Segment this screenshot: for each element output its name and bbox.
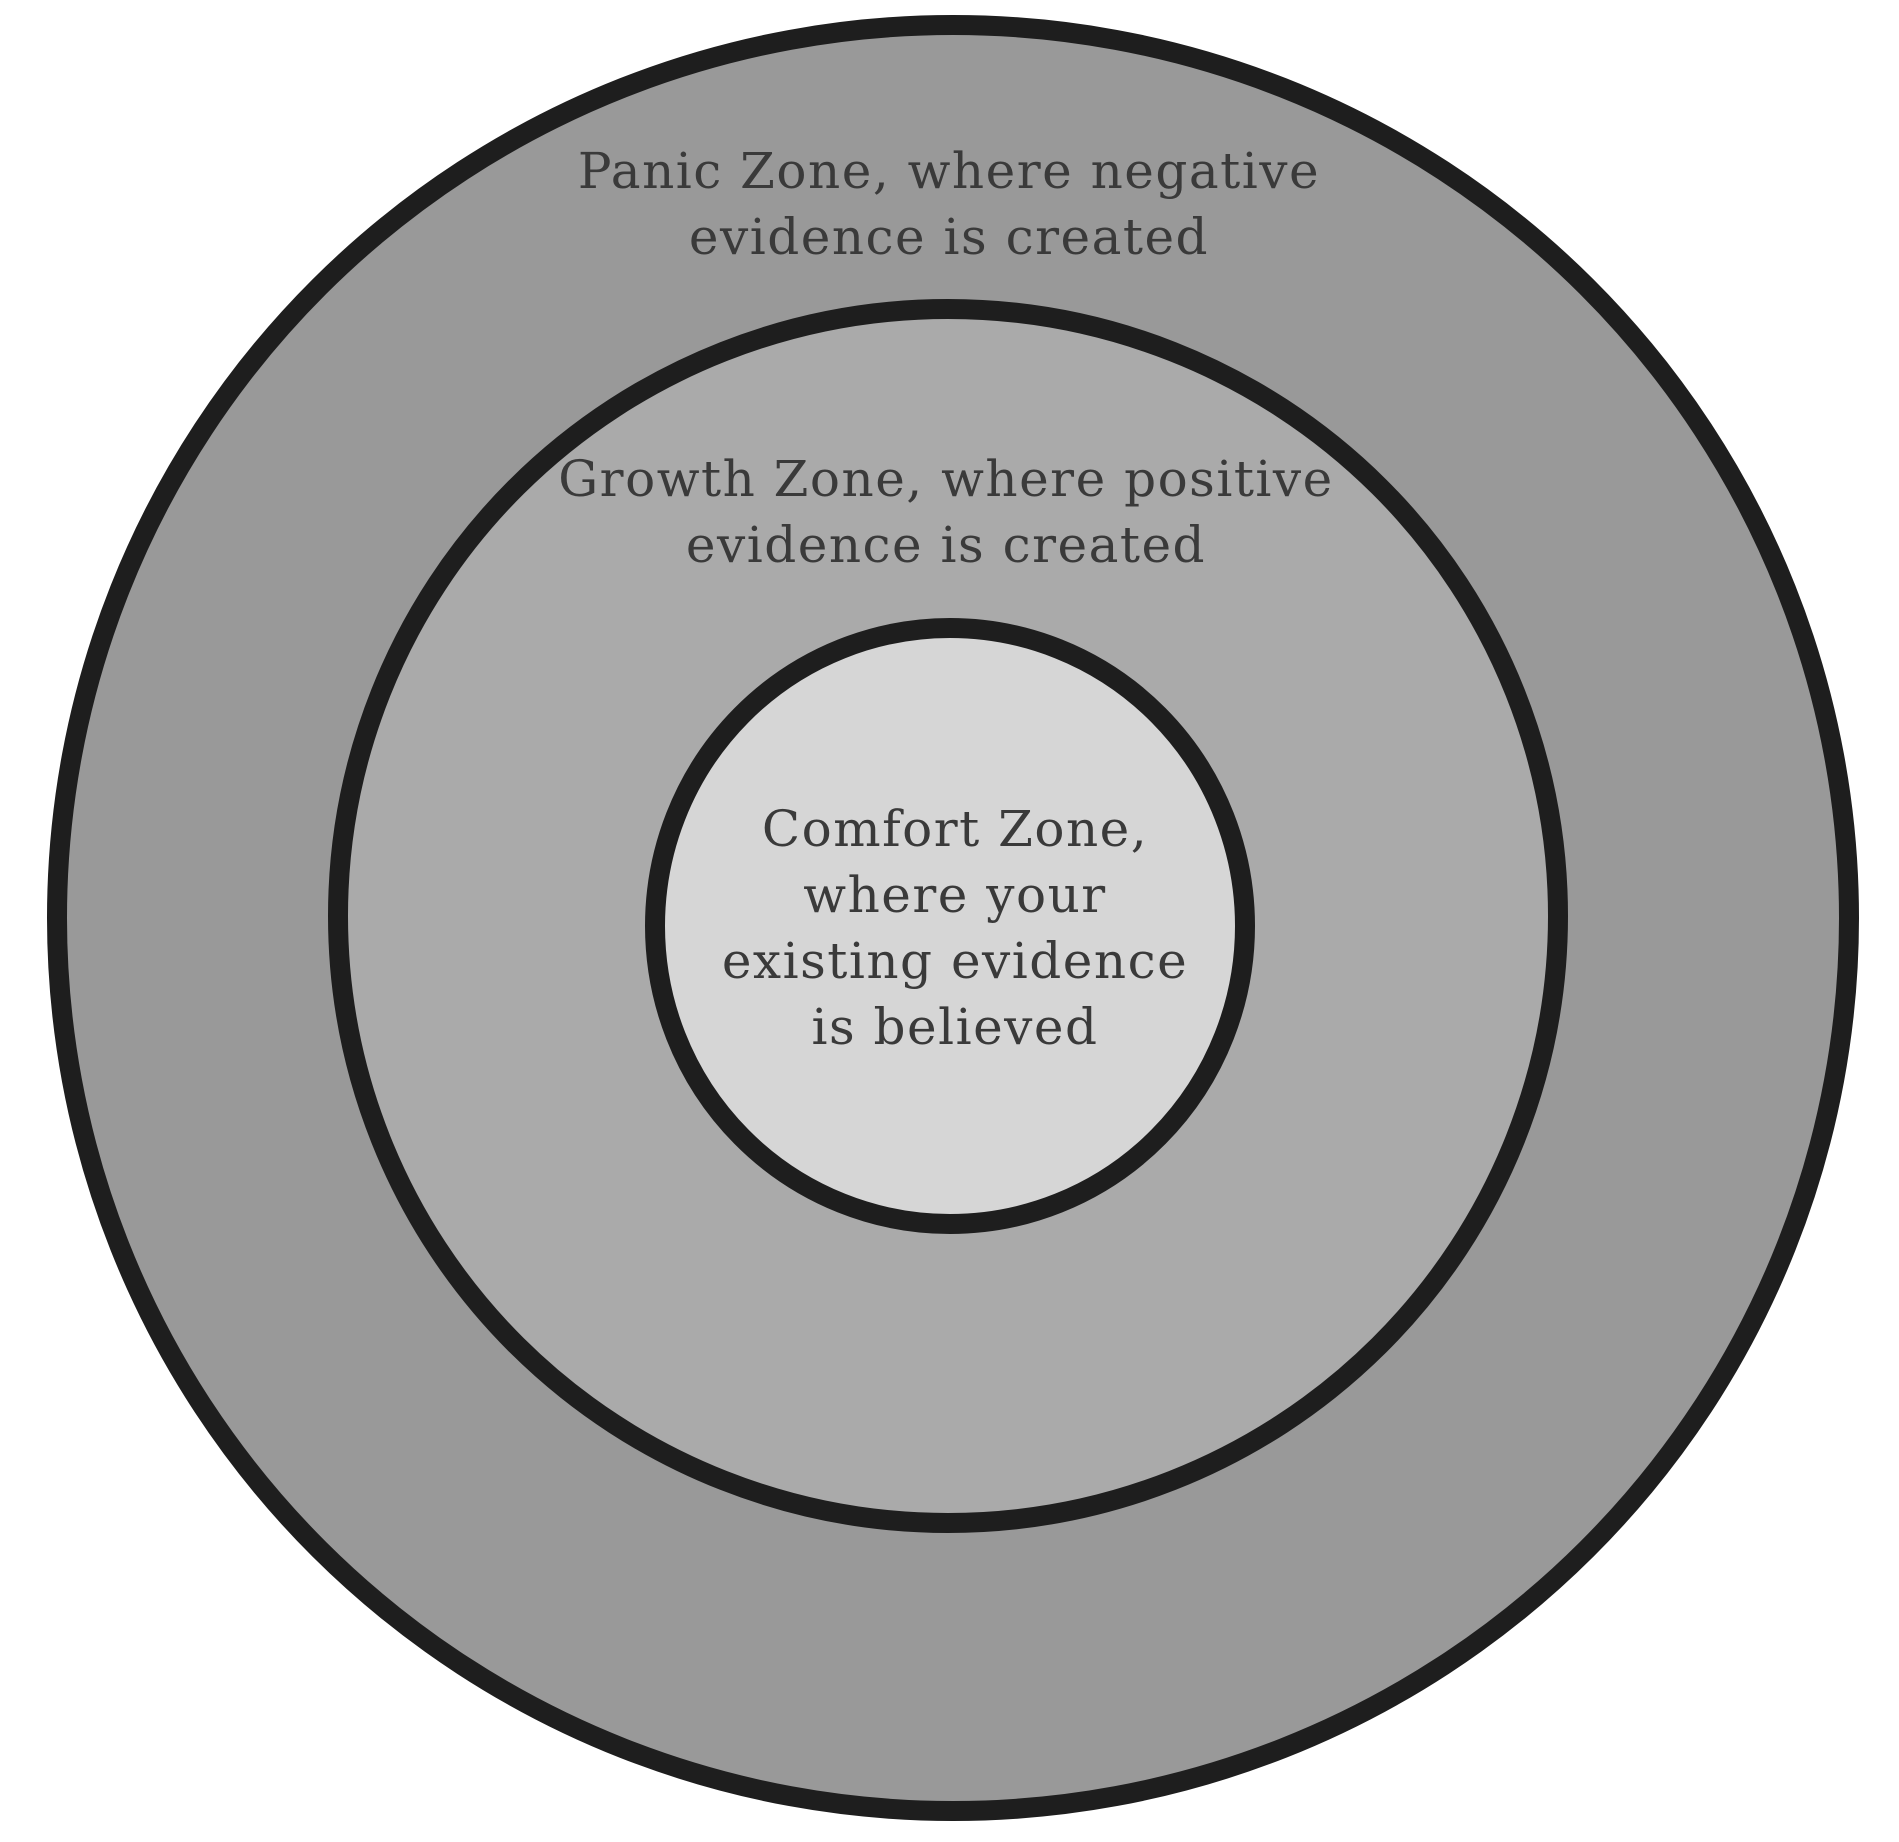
- growth-zone-label-line-1: Growth Zone, where positive: [558, 450, 1334, 508]
- panic-zone-label: Panic Zone, where negative evidence is c…: [578, 138, 1320, 270]
- comfort-zone-circle: [645, 618, 1255, 1234]
- growth-zone-label: Growth Zone, where positive evidence is …: [558, 446, 1334, 578]
- growth-zone-label-line-2: evidence is created: [685, 516, 1207, 574]
- comfort-zone-label-line-3: existing evidence: [721, 932, 1189, 990]
- comfort-zone-label-line-4: is believed: [811, 998, 1099, 1056]
- comfort-zone-label-line-1: Comfort Zone,: [761, 800, 1149, 858]
- panic-zone-label-line-2: evidence is created: [688, 208, 1210, 266]
- panic-zone-label-line-1: Panic Zone, where negative: [577, 142, 1321, 200]
- comfort-zone-label-line-2: where your: [803, 866, 1107, 924]
- comfort-zone-label: Comfort Zone, where your existing eviden…: [722, 796, 1188, 1060]
